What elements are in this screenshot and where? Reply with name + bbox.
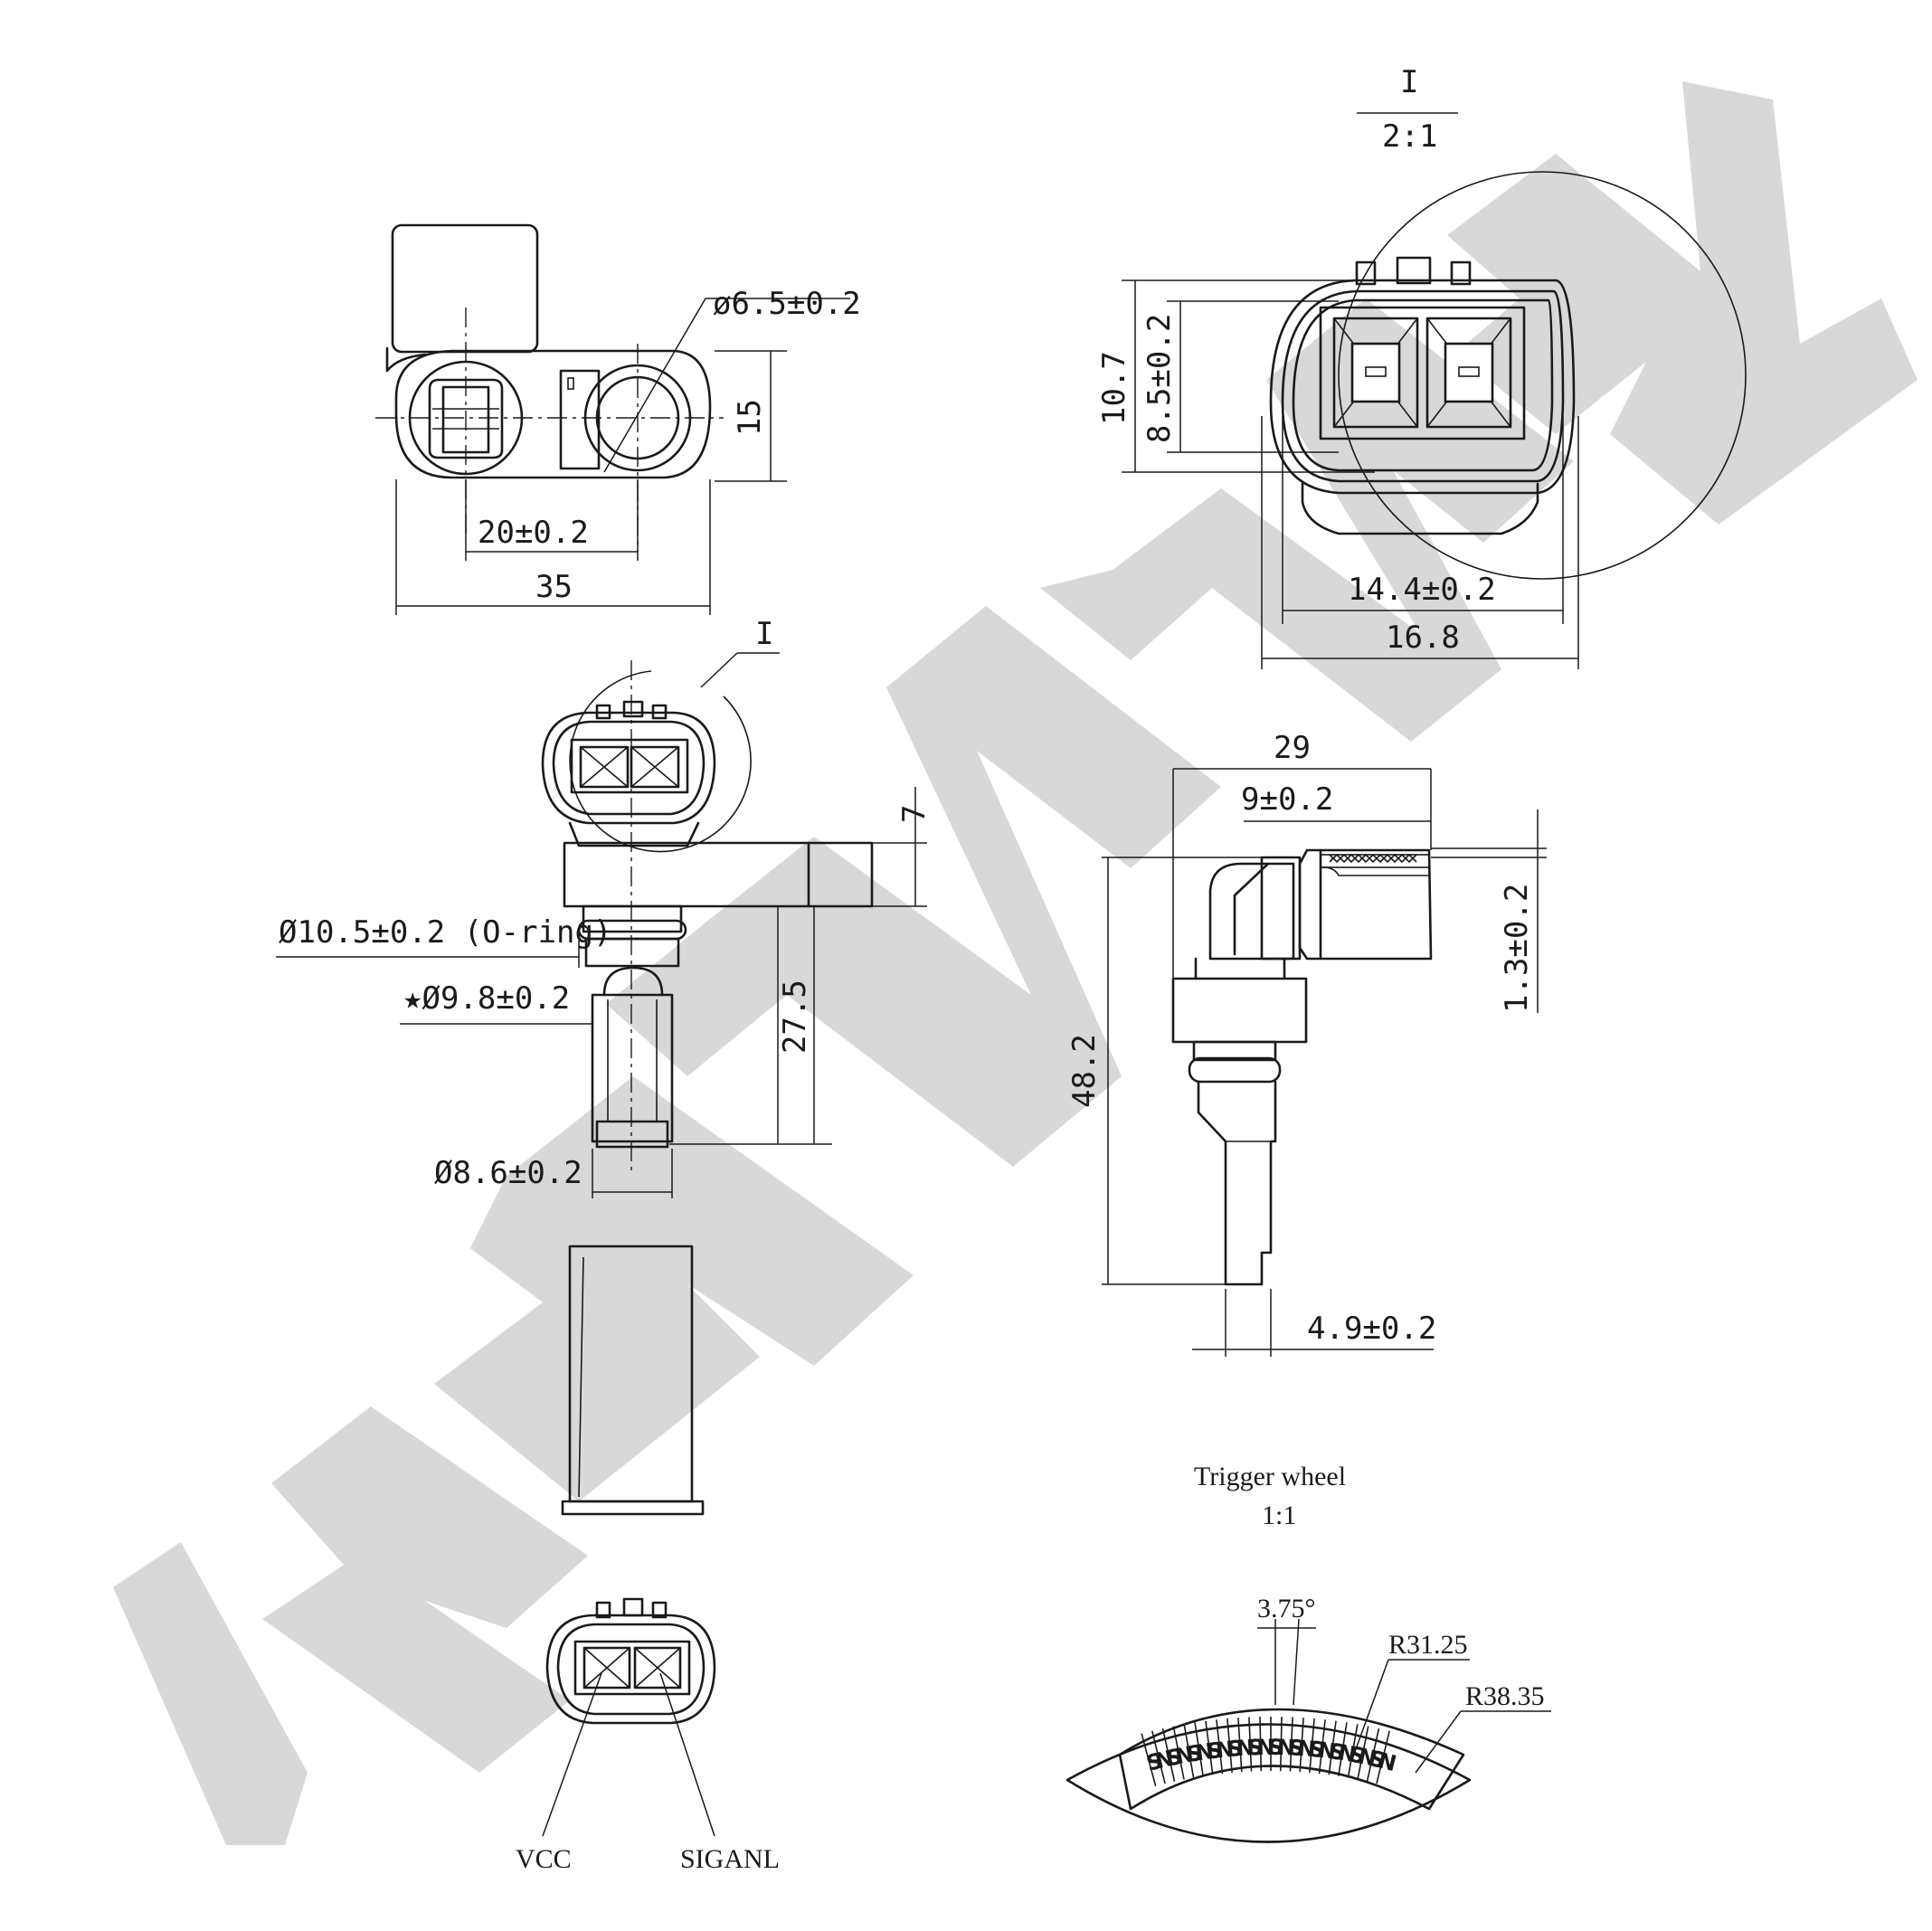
dim-len-29: 29 [1274, 730, 1311, 766]
detail-label: I [1400, 64, 1418, 100]
pole-letter: S [1347, 1742, 1367, 1770]
watermark-letter-e [434, 1076, 914, 1501]
pole-divider [1328, 1720, 1337, 1775]
pole-divider [1226, 1718, 1233, 1773]
dim-gap-1-3: 1.3±0.2 [1499, 884, 1535, 1013]
pole-divider [1237, 1718, 1243, 1773]
detail-callout: I [755, 616, 773, 652]
dim-tip-8-6: Ø8.6±0.2 [434, 1155, 582, 1191]
pole-divider [1299, 1718, 1304, 1773]
pole-divider [1141, 1733, 1157, 1786]
pole-divider [1309, 1718, 1315, 1773]
dim-hole-dia: ø6.5±0.2 [713, 286, 861, 322]
pole-divider [1347, 1724, 1359, 1778]
watermark-letter-z [262, 1406, 588, 1773]
dim-body-9-8: ★Ø9.8±0.2 [403, 980, 570, 1017]
watermark-chevron [113, 1542, 308, 1845]
pole-divider [1161, 1727, 1176, 1782]
pole-divider [1289, 1717, 1293, 1772]
trigger-wheel: Trigger wheel 1:1 SNSNSNSNSNSNSNSNSNSNSN… [1065, 1462, 1551, 1843]
top-view: ø6.5±0.2 15 20±0.2 35 [375, 223, 861, 615]
pole-letter: N [1316, 1737, 1337, 1765]
pole-divider [1338, 1722, 1348, 1776]
trigger-wheel-scale: 1:1 [1262, 1500, 1296, 1530]
detail-view: I 2:1 10.7 8.5±0.2 14.4±0.2 [1096, 64, 1747, 669]
pole-divider [1366, 1727, 1380, 1782]
pole-divider [1194, 1722, 1204, 1776]
cap-view [561, 1245, 705, 1516]
watermark-letter-k [1447, 81, 1918, 525]
front-view: I 7 Ø10.5±0.2 (O-ring) [276, 616, 933, 1198]
dim-height-15: 15 [732, 399, 768, 436]
dim-conn-16-8: 16.8 [1386, 620, 1460, 656]
pole-divider [1279, 1717, 1283, 1772]
watermark [113, 81, 1918, 1845]
pole-divider [1376, 1730, 1390, 1784]
watermark-letter-n1 [606, 606, 1221, 1167]
pole-letter: S [1164, 1744, 1185, 1772]
pole-letter: S [1185, 1740, 1205, 1767]
pole-divider [1259, 1717, 1263, 1772]
pole-divider [1151, 1730, 1166, 1784]
dim-conn-10-7: 10.7 [1096, 351, 1132, 425]
wheel-inner-radius: R31.25 [1388, 1630, 1468, 1660]
pinout-view: VCC SIGANL [516, 1597, 780, 1874]
pole-divider [1216, 1719, 1224, 1775]
dim-len-9: 9±0.2 [1241, 781, 1333, 818]
pole-divider [1357, 1726, 1369, 1780]
dim-height-48-2: 48.2 [1066, 1034, 1103, 1108]
pole-divider [1172, 1726, 1185, 1780]
dim-depth-27-5: 27.5 [777, 980, 813, 1054]
dim-conn-14-4: 14.4±0.2 [1348, 572, 1496, 608]
pole-letter: S [1367, 1746, 1387, 1774]
dim-flange-7: 7 [896, 805, 933, 823]
dim-tip-4-9: 4.9±0.2 [1307, 1311, 1436, 1347]
trigger-wheel-title: Trigger wheel [1194, 1462, 1346, 1491]
pole-divider [1183, 1724, 1195, 1778]
detail-scale: 2:1 [1382, 118, 1437, 155]
dim-conn-8-5: 8.5±0.2 [1141, 314, 1178, 443]
wheel-angle: 3.75° [1257, 1594, 1316, 1623]
dim-oring: Ø10.5±0.2 (O-ring) [279, 914, 611, 951]
pole-divider [1318, 1719, 1326, 1775]
side-view: 29 9±0.2 1.3±0.2 48.2 4.9±0.2 [1066, 730, 1547, 1357]
dim-width-35: 35 [535, 569, 573, 605]
pole-divider [1248, 1717, 1253, 1772]
pole-letter: S [1247, 1735, 1264, 1761]
pole-divider [1205, 1720, 1214, 1775]
pin-vcc-label: VCC [516, 1844, 572, 1874]
pole-letter: S [1144, 1748, 1166, 1776]
pole-letter: S [1268, 1735, 1284, 1760]
wheel-outer-radius: R38.35 [1465, 1681, 1545, 1711]
pin-signal-label: SIGANL [680, 1844, 780, 1874]
dim-pitch: 20±0.2 [478, 515, 589, 551]
